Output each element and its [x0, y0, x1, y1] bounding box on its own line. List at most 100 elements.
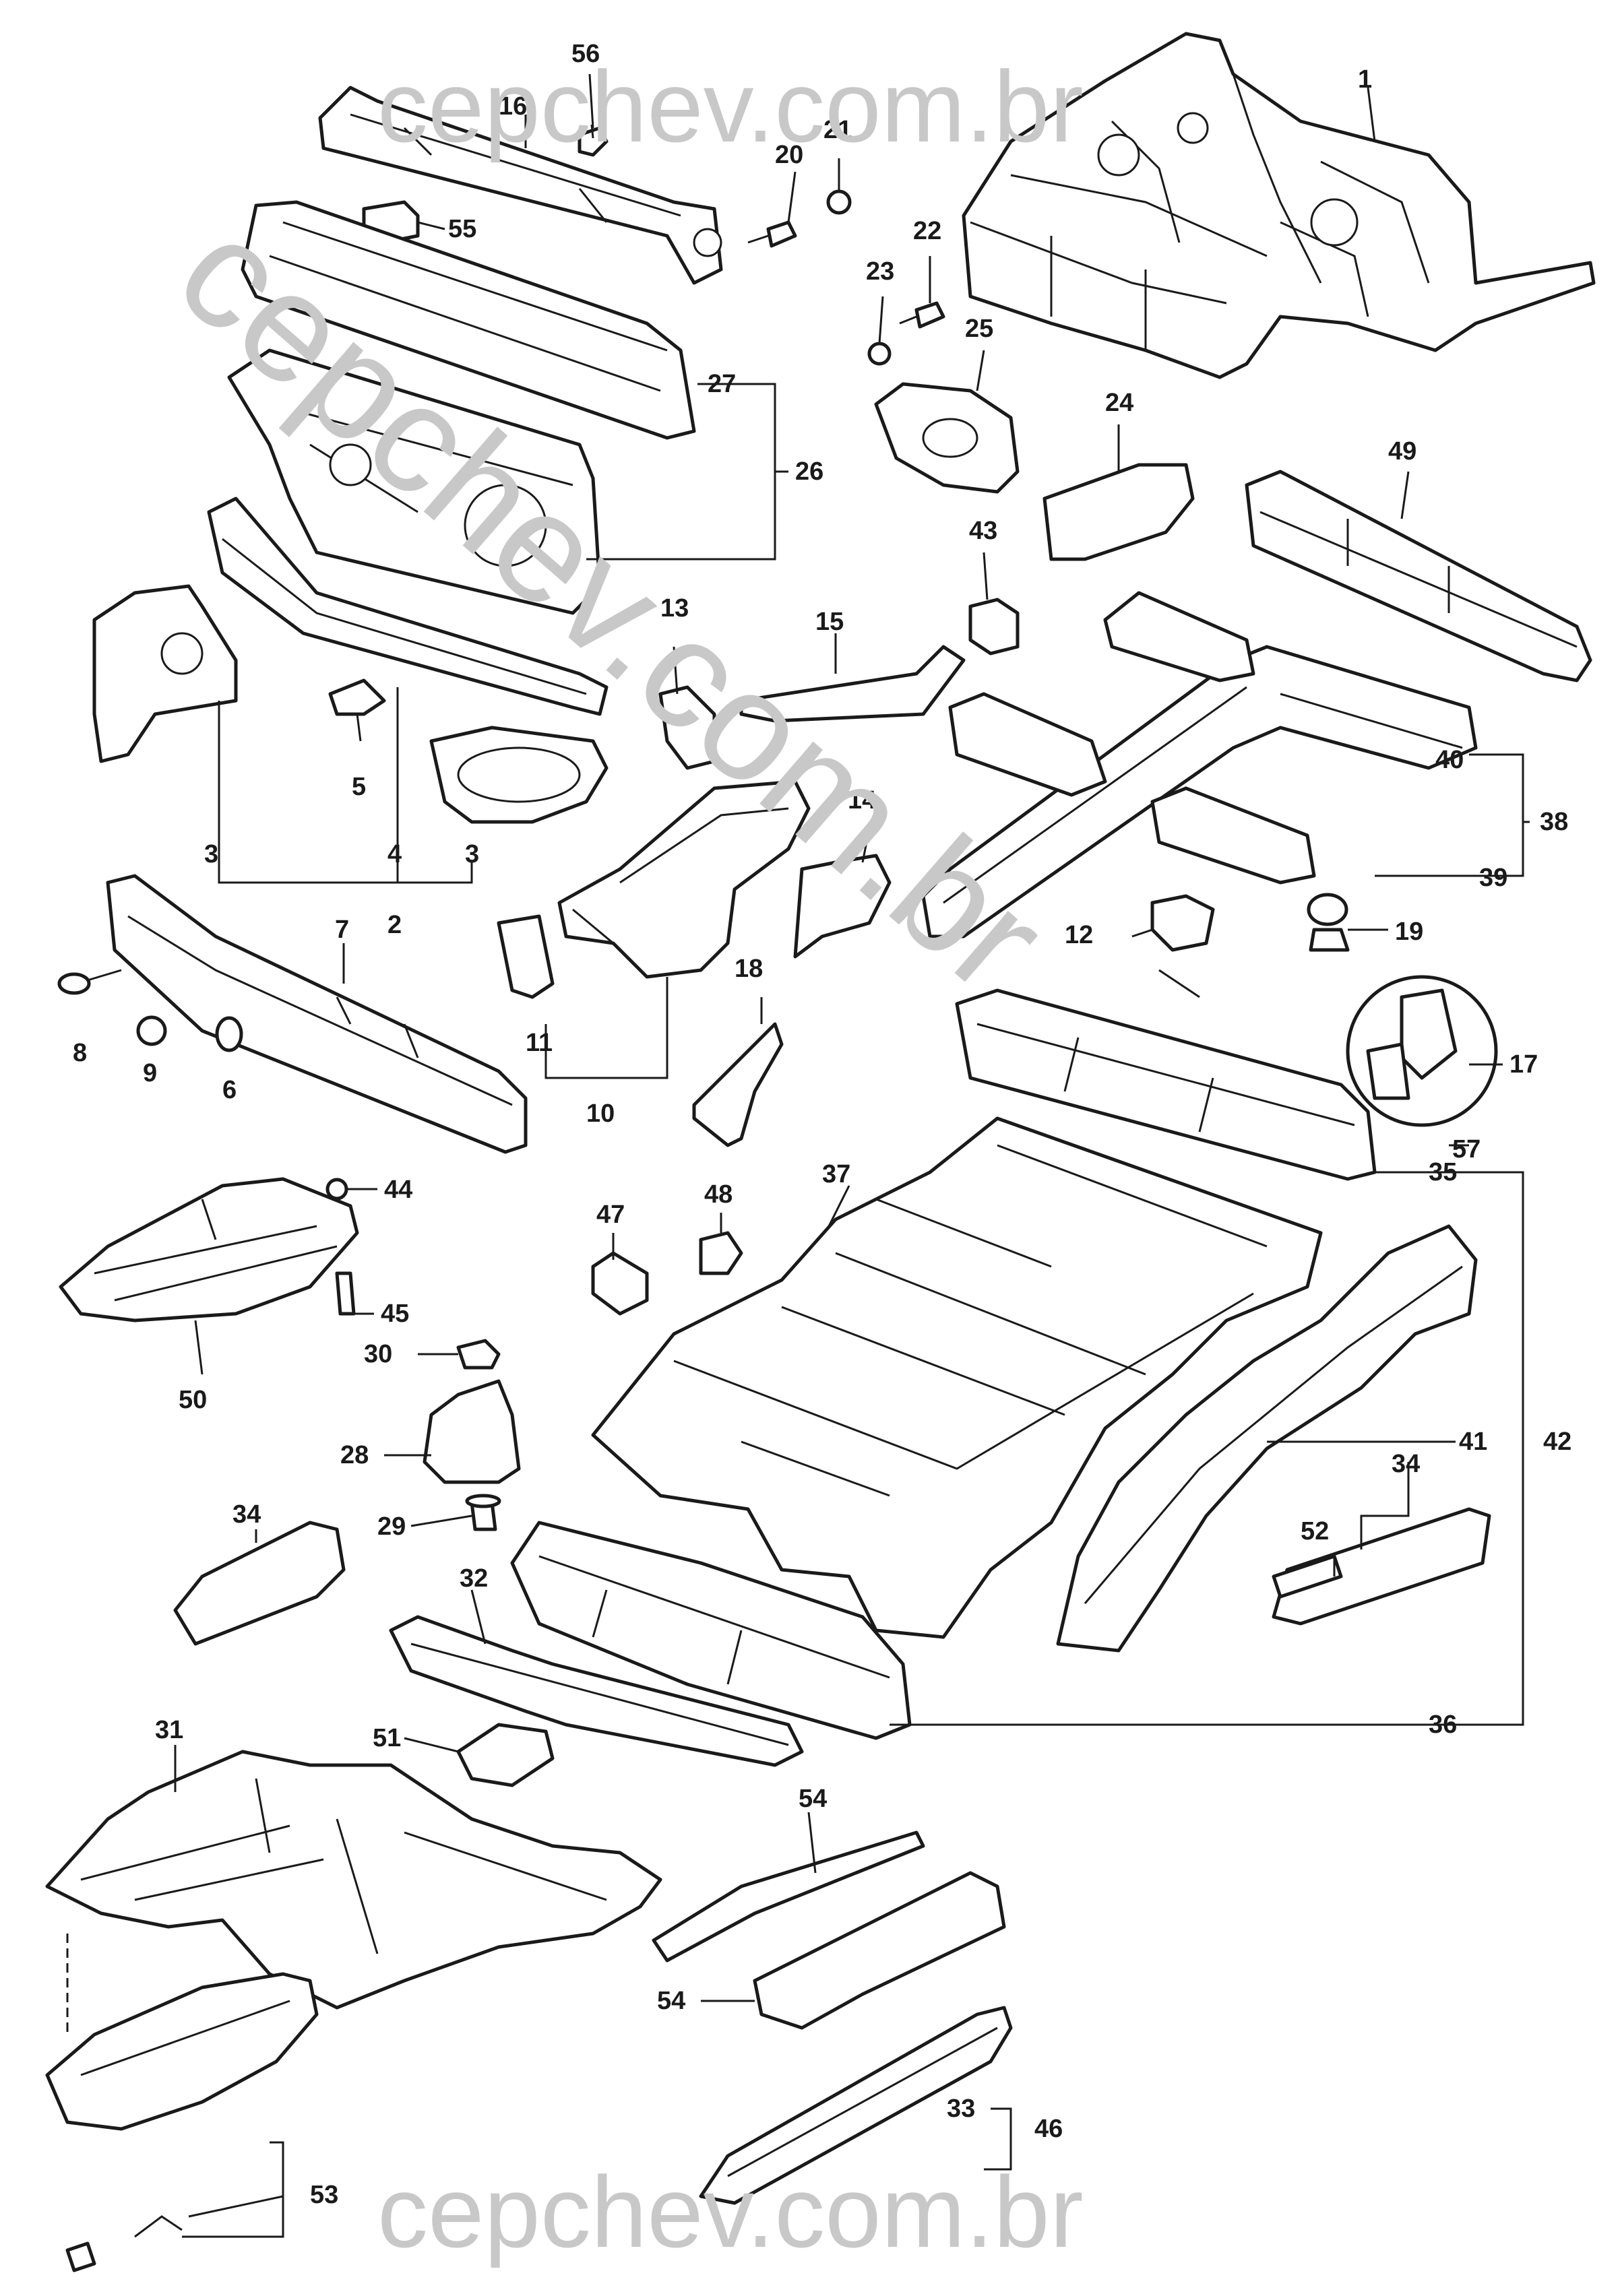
callout-45: 45 [381, 1300, 409, 1328]
callout-34a: 34 [232, 1500, 261, 1529]
part-10-side-member [557, 779, 811, 979]
callout-7: 7 [335, 916, 349, 944]
part-51-plate [456, 1723, 555, 1787]
callout-41: 41 [1459, 1428, 1487, 1456]
callout-6: 6 [222, 1076, 237, 1104]
callout-26: 26 [795, 457, 823, 486]
callout-32: 32 [460, 1564, 488, 1593]
part-3-wheelhouse-left [92, 584, 238, 763]
callout-31: 31 [155, 1716, 183, 1744]
part-22-bolt [899, 301, 945, 329]
callout-4: 4 [387, 840, 402, 868]
part-14-plate [793, 854, 892, 959]
part-8-tow-hook [57, 969, 122, 995]
leader-lines [66, 73, 1530, 2238]
part-1-front-structure [962, 32, 1596, 379]
part-16-crossbar [318, 86, 723, 285]
callout-24: 24 [1105, 389, 1133, 417]
callout-22: 22 [913, 217, 941, 245]
part-13-bracket [658, 685, 716, 770]
callout-44: 44 [384, 1176, 412, 1204]
part-37-main-floor [591, 1116, 1323, 1639]
callout-51: 51 [373, 1724, 401, 1752]
callout-15: 15 [815, 608, 844, 636]
callout-56: 56 [571, 40, 600, 68]
part-30-clip [456, 1339, 501, 1370]
part-9-nut [136, 1015, 167, 1046]
callout-29: 29 [377, 1512, 406, 1541]
part-43-bracket [968, 598, 1020, 656]
callout-19: 19 [1395, 918, 1423, 946]
callout-54a: 54 [799, 1785, 827, 1813]
part-17-detail-inset [1346, 975, 1498, 1127]
callout-39: 39 [1479, 864, 1507, 892]
callout-57: 57 [1452, 1135, 1481, 1163]
callout-9: 9 [143, 1059, 157, 1087]
part-41-rear-side-member [1056, 1224, 1478, 1653]
part-25-mount [874, 382, 1020, 494]
callout-11: 11 [526, 1029, 553, 1057]
callout-8: 8 [73, 1039, 87, 1067]
callout-2: 2 [387, 911, 402, 939]
callout-35: 35 [1429, 1158, 1457, 1186]
part-56-bolt [578, 124, 609, 157]
part-34-sill-right [1272, 1507, 1491, 1626]
part-53-heat-shield [45, 1972, 319, 2272]
part-21-nut [826, 189, 852, 215]
callout-23: 23 [866, 257, 894, 286]
callout-14: 14 [848, 786, 876, 815]
callout-37: 37 [822, 1160, 850, 1188]
part-32-tunnel-brace [389, 1615, 804, 1767]
callout-12: 12 [1065, 921, 1093, 949]
part-49-rear-crossmember [1245, 470, 1592, 682]
part-28-bracket [423, 1379, 521, 1484]
callout-21: 21 [823, 116, 852, 144]
part-47-bracket [591, 1251, 649, 1316]
callout-labels: 1 16 56 55 20 21 22 23 25 24 49 43 27 26… [73, 40, 1571, 2209]
callout-16: 16 [499, 92, 527, 121]
part-35-rear-floor-pan [955, 988, 1377, 1181]
callout-27: 27 [708, 370, 736, 398]
callout-1: 1 [1358, 65, 1372, 94]
callout-54b: 54 [657, 1987, 685, 2015]
callout-28: 28 [340, 1441, 369, 1469]
part-24-mount-bracket [1042, 463, 1195, 561]
part-23-nut [867, 342, 892, 366]
part-11-bracket [497, 914, 555, 999]
part-45-bolt [335, 1271, 356, 1316]
part-19-tie-down [1307, 893, 1350, 952]
part-38-rear-frame [921, 591, 1478, 938]
part-36-rear-panel [510, 1521, 912, 1740]
callout-47: 47 [596, 1201, 625, 1229]
part-20-bolt [747, 220, 797, 248]
callout-52: 52 [1301, 1517, 1329, 1545]
callout-10: 10 [586, 1099, 615, 1128]
callout-3b: 3 [465, 840, 479, 868]
callout-34b: 34 [1392, 1450, 1420, 1478]
part-52-plate [1272, 1554, 1343, 1599]
callout-17: 17 [1509, 1050, 1538, 1079]
callout-40: 40 [1435, 746, 1464, 774]
part-12-bracket [1150, 894, 1215, 952]
callout-13: 13 [660, 594, 689, 623]
watermark-bottom: cepchev.com.br [377, 2155, 1084, 2268]
part-4-front-crossmember [207, 497, 609, 716]
watermark-top: cepchev.com.br [377, 50, 1084, 163]
callout-53: 53 [310, 2181, 338, 2209]
callout-25: 25 [965, 315, 993, 343]
callout-48: 48 [704, 1180, 733, 1209]
part-26-dash-panel [227, 348, 602, 615]
part-48-bracket [699, 1231, 743, 1275]
callout-55: 55 [448, 215, 476, 243]
callout-20: 20 [775, 141, 803, 169]
part-7-bumper-bar [106, 874, 528, 1154]
callout-36: 36 [1429, 1711, 1457, 1739]
part-54-reinforcement-lower [753, 1871, 1006, 2030]
callout-42: 42 [1543, 1428, 1571, 1456]
callout-18: 18 [735, 955, 763, 983]
part-15-rail [739, 645, 966, 723]
callout-5: 5 [352, 773, 366, 801]
part-33-rocker-panel [699, 2006, 1013, 2205]
part-29-bolt [465, 1494, 501, 1531]
